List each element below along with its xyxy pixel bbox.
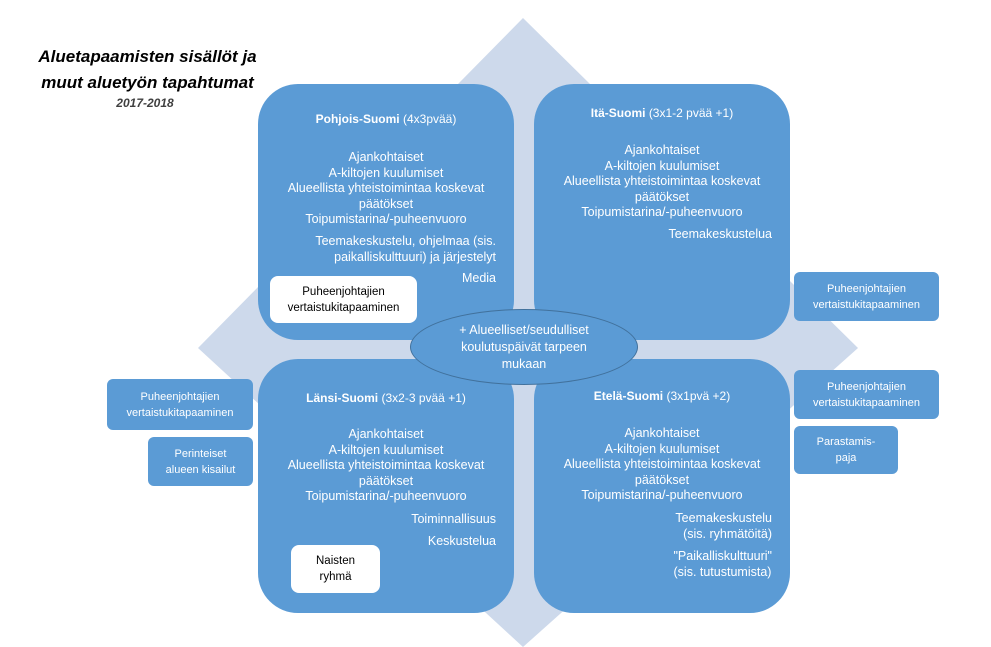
box-line: Parastamis- (816, 436, 876, 448)
agenda-extra: Toiminnallisuus (411, 512, 496, 526)
womens-group-box: Naisten ryhmä (291, 545, 380, 593)
box-line: paja (835, 452, 857, 464)
etela-chair-peer-meeting-box: Puheenjohtajien vertaistukitapaaminen (794, 370, 939, 419)
agenda-list: Ajankohtaiset A-kiltojen kuulumiset Alue… (258, 150, 514, 228)
agenda-item: Toipumistarina/-puheenvuoro (305, 489, 467, 503)
quadrant-ita-suomi: Itä-Suomi (3x1-2 pvää +1) Ajankohtaiset … (534, 84, 790, 340)
region-detail: (3x2-3 pvää +1) (381, 391, 466, 405)
box-line: ryhmä (319, 571, 352, 583)
agenda-list: Ajankohtaiset A-kiltojen kuulumiset Alue… (534, 426, 790, 504)
box-line: Puheenjohtajien (140, 390, 220, 403)
box-line: vertaistukitapaaminen (126, 406, 234, 419)
agenda-item: Toipumistarina/-puheenvuoro (305, 212, 467, 226)
agenda-extra-line: (sis. ryhmätöitä) (683, 526, 772, 541)
parastamis-workshop-box: Parastamis- paja (794, 426, 898, 474)
agenda-item: päätökset (634, 472, 690, 487)
center-line: mukaan (501, 356, 547, 371)
region-name: Etelä-Suomi (593, 389, 664, 403)
agenda-extra-line: "Paikalliskulttuuri" (673, 549, 773, 563)
agenda-item: A-kiltojen kuulumiset (604, 158, 720, 173)
agenda-extra: Teemakeskustelu (sis. ryhmätöitä) (675, 511, 772, 542)
agenda-item: A-kiltojen kuulumiset (328, 165, 444, 180)
agenda-media: Media (461, 271, 496, 285)
agenda-item: Alueellista yhteistoimintaa koskevat (287, 181, 485, 195)
center-line: koulutuspäivät tarpeen (461, 339, 587, 354)
agenda-item: Alueellista yhteistoimintaa koskevat (287, 458, 485, 472)
year-label: 2017-2018 (116, 96, 174, 110)
traditional-games-box: Perinteiset alueen kisailut (148, 437, 253, 486)
agenda-list: Ajankohtaiset A-kiltojen kuulumiset Alue… (534, 143, 790, 221)
box-line: vertaistukitapaaminen (812, 396, 920, 409)
quadrant-title: Etelä-Suomi (3x1pvä +2) (534, 389, 790, 403)
box-line: vertaistukitapaaminen (287, 301, 400, 314)
title-line-1: Aluetapaamisten sisällöt ja (38, 47, 257, 66)
agenda-item: A-kiltojen kuulumiset (328, 442, 444, 457)
region-name: Länsi-Suomi (306, 391, 379, 405)
agenda-extra-line: (sis. tutustumista) (673, 564, 772, 579)
box-line: Puheenjohtajien (302, 285, 385, 298)
agenda-item: päätökset (358, 473, 414, 488)
quadrant-title: Pohjois-Suomi (4x3pvää) (258, 112, 514, 126)
quadrant-etela-suomi: Etelä-Suomi (3x1pvä +2) Ajankohtaiset A-… (534, 359, 790, 613)
lansi-chair-peer-meeting-box: Puheenjohtajien vertaistukitapaaminen (107, 379, 253, 430)
quadrant-lansi-suomi: Länsi-Suomi (3x2-3 pvää +1) Ajankohtaise… (258, 359, 514, 613)
box-line: vertaistukitapaaminen (812, 298, 920, 311)
agenda-extra: Teemakeskustelua (668, 227, 772, 241)
ita-chair-peer-meeting-box: Puheenjohtajien vertaistukitapaaminen (794, 272, 939, 321)
title-line-2: muut aluetyön tapahtumat (41, 73, 254, 92)
box-line: Perinteiset (174, 447, 227, 460)
box-line: Puheenjohtajien (827, 282, 906, 295)
agenda-item: Alueellista yhteistoimintaa koskevat (563, 457, 761, 471)
region-name: Pohjois-Suomi (315, 112, 400, 126)
quadrant-title: Länsi-Suomi (3x2-3 pvää +1) (258, 391, 514, 405)
agenda-extra-line: paikalliskulttuuri) ja järjestelyt (334, 249, 496, 264)
agenda-extra-line: Teemakeskustelu, ohjelmaa (sis. (315, 234, 496, 248)
agenda-item: päätökset (358, 196, 414, 211)
agenda-item: Toipumistarina/-puheenvuoro (581, 488, 743, 502)
agenda-item: Ajankohtaiset (624, 426, 700, 440)
box-line: Naisten (316, 555, 355, 567)
region-detail: (3x1pvä +2) (666, 389, 731, 403)
agenda-extra-line: Teemakeskustelu (675, 511, 772, 525)
diagram-title: Aluetapaamisten sisällöt ja muut aluetyö… (20, 44, 275, 96)
quadrant-pohjois-suomi: Pohjois-Suomi (4x3pvää) Ajankohtaiset A-… (258, 84, 514, 340)
agenda-list: Ajankohtaiset A-kiltojen kuulumiset Alue… (258, 427, 514, 505)
center-training-days-ellipse: + Alueelliset/seudulliset koulutuspäivät… (410, 309, 638, 385)
region-detail: (4x3pvää) (402, 112, 457, 126)
agenda-item: Ajankohtaiset (348, 150, 424, 164)
agenda-extra: Keskustelua (427, 534, 496, 548)
box-line: alueen kisailut (165, 463, 236, 476)
agenda-extra: "Paikalliskulttuuri" (sis. tutustumista) (674, 549, 773, 580)
agenda-item: Ajankohtaiset (348, 427, 424, 441)
box-line: Puheenjohtajien (827, 380, 906, 393)
agenda-extra: Teemakeskustelu, ohjelmaa (sis. paikalli… (315, 234, 496, 265)
chair-peer-meeting-box: Puheenjohtajien vertaistukitapaaminen (270, 276, 417, 323)
agenda-item: päätökset (634, 189, 690, 204)
agenda-item: Ajankohtaiset (624, 143, 700, 157)
region-name: Itä-Suomi (590, 106, 646, 120)
region-detail: (3x1-2 pvää +1) (648, 106, 734, 120)
agenda-item: A-kiltojen kuulumiset (604, 441, 720, 456)
quadrant-title: Itä-Suomi (3x1-2 pvää +1) (534, 106, 790, 120)
agenda-item: Alueellista yhteistoimintaa koskevat (563, 174, 761, 188)
center-line: + Alueelliset/seudulliset (459, 322, 589, 337)
agenda-item: Toipumistarina/-puheenvuoro (581, 205, 743, 219)
